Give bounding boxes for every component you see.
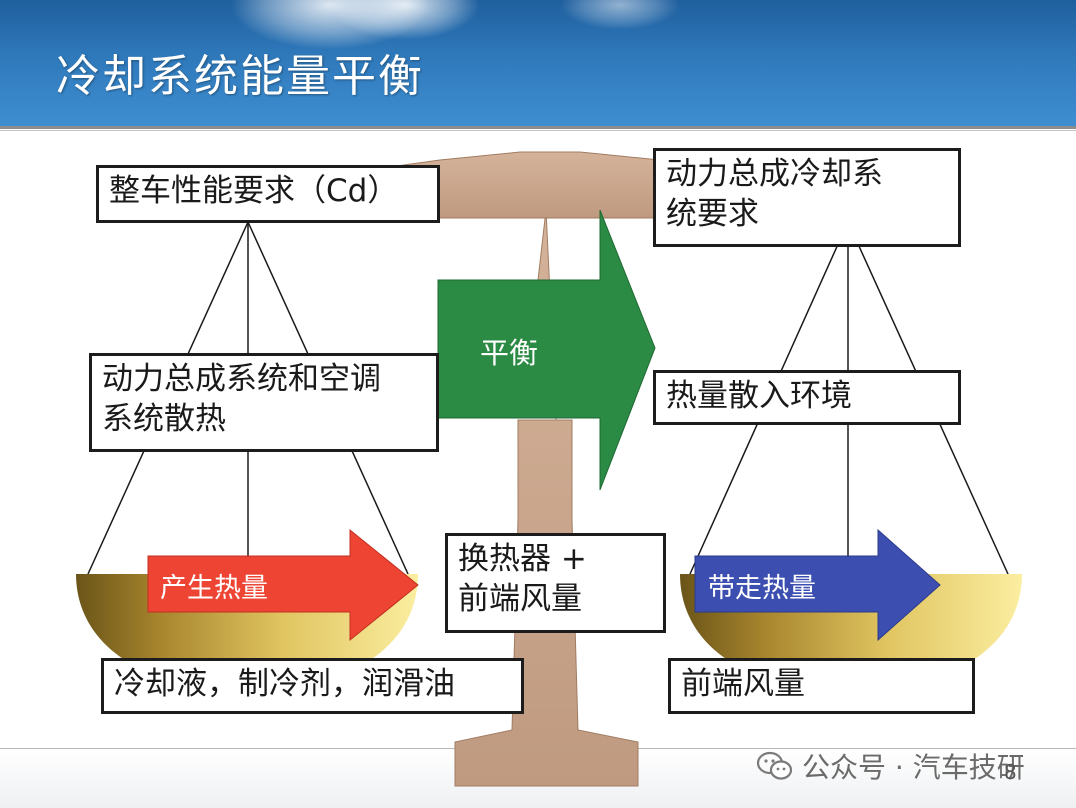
heat-dissipation-text-line2: 系统散热 (102, 401, 226, 437)
powertrain-cooling-text-line1: 动力总成冷却系 (666, 156, 883, 192)
watermark-text: 公众号 · 汽车技研 (802, 751, 1025, 784)
generate-heat-arrow (147, 528, 419, 642)
fluids-box: 冷却液，制冷剂，润滑油 (101, 658, 524, 714)
powertrain-cooling-requirement-box: 动力总成冷却系 统要求 (653, 148, 961, 247)
heat-to-environment-text: 热量散入环境 (666, 378, 852, 414)
carry-heat-arrow (694, 528, 941, 642)
front-airflow-box: 前端风量 (668, 658, 975, 714)
header-divider (0, 126, 1076, 129)
header-divider-thin (0, 130, 1076, 131)
balance-arrow-label: 平衡 (480, 336, 539, 370)
watermark: 公众号 · 汽车技研 (756, 744, 1025, 788)
generate-heat-label: 产生热量 (160, 573, 268, 604)
page-number: 8 (1004, 760, 1017, 784)
heat-exchanger-box: 换热器 + 前端风量 (445, 533, 666, 633)
balance-arrow (437, 209, 656, 491)
heat-exchanger-text-line2: 前端风量 (458, 581, 582, 617)
vehicle-requirement-box: 整车性能要求（Cd） (96, 165, 440, 223)
carry-heat-label: 带走热量 (708, 573, 816, 604)
heat-exchanger-text-line1: 换热器 + (458, 541, 587, 577)
heat-to-environment-box: 热量散入环境 (653, 370, 961, 425)
title-banner: 冷却系统能量平衡 (0, 0, 1076, 126)
front-airflow-text: 前端风量 (681, 666, 805, 702)
powertrain-cooling-text-line2: 统要求 (666, 196, 759, 232)
slide-title: 冷却系统能量平衡 (56, 51, 424, 102)
fluids-text: 冷却液，制冷剂，润滑油 (114, 666, 455, 702)
vehicle-requirement-text: 整车性能要求（Cd） (109, 173, 399, 209)
wechat-icon (756, 751, 793, 780)
heat-dissipation-box: 动力总成系统和空调 系统散热 (89, 353, 439, 452)
heat-dissipation-text-line1: 动力总成系统和空调 (102, 361, 381, 397)
